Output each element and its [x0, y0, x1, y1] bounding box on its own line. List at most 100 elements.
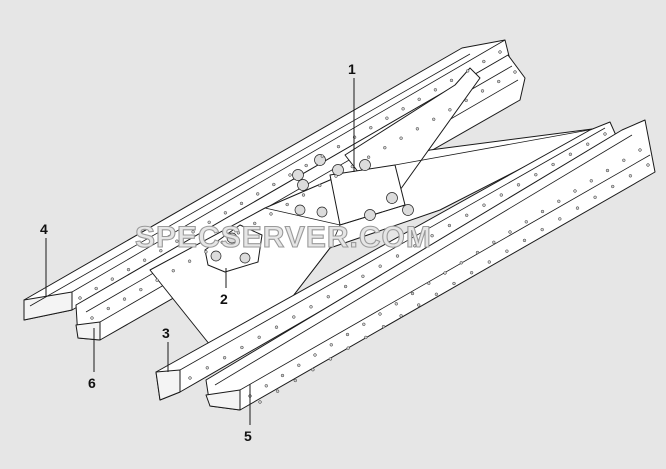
rivet-hole	[516, 183, 521, 187]
watermark: SPECSERVER.COM	[135, 221, 432, 254]
rivet-hole	[492, 240, 496, 244]
rivet-hole	[175, 239, 179, 243]
rivet-hole	[78, 296, 82, 300]
rivet-hole	[427, 281, 431, 285]
rivet-hole	[432, 117, 436, 121]
rivet-hole	[498, 50, 502, 54]
rivet-hole	[264, 384, 268, 388]
rivet-hole	[257, 335, 261, 339]
rivet-hole	[611, 184, 615, 189]
rivet-hole	[236, 231, 241, 235]
rivet-hole	[415, 127, 420, 131]
left-outer-rail	[23, 39, 511, 321]
rivet-hole	[487, 260, 491, 264]
rivet-hole	[465, 213, 469, 217]
rivet-hole	[395, 254, 400, 258]
rivet-hole	[499, 193, 503, 197]
rivet-hole	[313, 353, 317, 357]
rivet-hole	[369, 126, 373, 130]
rivet-hole	[110, 277, 114, 281]
rivet-hole	[573, 189, 577, 193]
rivet-hole	[274, 325, 279, 329]
rivet-hole	[126, 267, 131, 272]
mount-bracket	[204, 224, 263, 273]
rivet-hole	[381, 324, 386, 329]
rivet-hole	[449, 78, 454, 83]
rivet-hole	[628, 174, 633, 178]
rivet-hole	[401, 107, 405, 111]
rivet-hole	[505, 249, 509, 253]
rivet-hole	[430, 234, 434, 238]
rivet-hole	[191, 230, 195, 234]
callout-3: 3	[162, 325, 170, 341]
rivet-hole	[256, 192, 260, 196]
rivet-hole	[466, 69, 470, 73]
rivet-hole	[223, 211, 228, 215]
rivet-hole	[385, 116, 389, 120]
rivet-hole	[575, 206, 580, 210]
rivet-hole	[204, 250, 208, 254]
cross-member	[149, 67, 601, 346]
rivet-hole	[410, 291, 415, 296]
rivet-hole	[482, 203, 486, 207]
rivet-hole	[638, 148, 642, 152]
rivet-hole	[346, 346, 350, 350]
callout-6: 6	[88, 375, 96, 391]
rivet-hole	[417, 97, 421, 101]
rivet-hole	[304, 163, 308, 168]
callout-1: 1	[348, 61, 356, 77]
rivet-hole	[399, 314, 403, 318]
rivet-hole	[464, 98, 468, 103]
rivet-hole	[328, 357, 333, 361]
rivet-hole	[288, 173, 292, 177]
rivet-hole	[280, 373, 285, 378]
rivet-hole	[159, 249, 163, 253]
bolt-group	[292, 154, 414, 221]
rivet-hole	[139, 287, 143, 292]
rivet-hole	[589, 179, 593, 183]
rivet-hole	[378, 312, 382, 316]
rivet-hole	[122, 297, 127, 301]
callout-2: 2	[220, 291, 228, 307]
rivet-hole	[447, 223, 452, 228]
rivet-hole	[155, 278, 159, 282]
rivet-hole	[534, 173, 538, 177]
rivet-hole	[586, 142, 590, 146]
rivet-hole	[452, 281, 456, 286]
rivet-hole	[106, 306, 110, 311]
rivet-hole	[480, 89, 485, 93]
rivet-hole	[433, 88, 438, 92]
rivet-hole	[188, 376, 192, 380]
rivet-hole	[272, 182, 276, 187]
right-inner-rail	[155, 121, 619, 401]
callout-5: 5	[244, 428, 252, 444]
rivet-hole	[297, 363, 301, 367]
rivet-hole	[311, 368, 315, 372]
rivet-hole	[240, 345, 244, 350]
rivet-hole	[508, 230, 512, 234]
rivet-hole	[378, 264, 382, 268]
rivet-hole	[205, 366, 209, 370]
rivet-hole	[329, 343, 333, 347]
rivet-hole	[413, 244, 417, 248]
callout-4: 4	[40, 221, 48, 237]
rivet-hole	[394, 302, 398, 306]
rivet-hole	[558, 217, 562, 221]
rivet-hole	[593, 195, 597, 199]
rivet-hole	[362, 322, 366, 326]
rivet-hole	[459, 261, 463, 265]
rivet-hole	[292, 315, 296, 319]
rivet-hole	[417, 303, 421, 307]
rivet-hole	[497, 79, 501, 84]
right-outer-rail	[205, 119, 656, 411]
rivet-hole	[622, 158, 626, 162]
rivet-hole	[269, 212, 273, 216]
rivet-hole	[326, 295, 330, 299]
rivet-hole	[275, 389, 280, 393]
rivet-hole	[309, 305, 313, 309]
rivet-hole	[336, 144, 341, 149]
rivet-hole	[94, 286, 98, 291]
rivet-hole	[469, 271, 474, 275]
rivet-hole	[345, 332, 350, 337]
